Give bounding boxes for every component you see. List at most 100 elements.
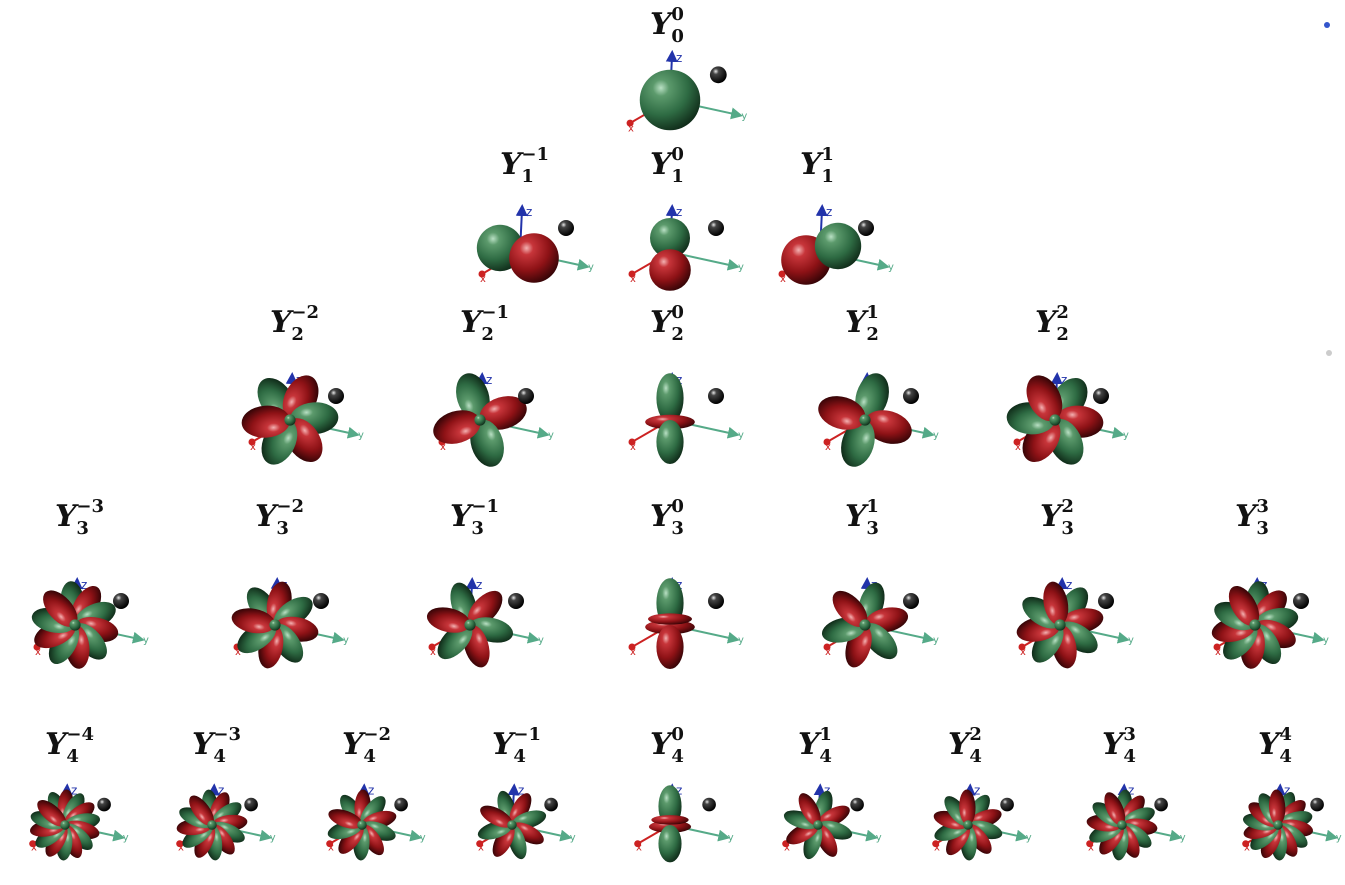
label-symbol: Y <box>1102 727 1124 762</box>
label-symbol: Y <box>450 499 472 534</box>
label-subscript-l: 2 <box>1056 324 1069 345</box>
sphere-marker <box>244 797 258 812</box>
label-superscript-m: 1 <box>819 724 832 745</box>
x-axis-tip <box>1013 438 1021 446</box>
y-axis-label: y <box>358 430 364 441</box>
x-axis-label: x <box>1244 843 1250 854</box>
y-axis-label: y <box>343 635 349 646</box>
lobe-positive <box>862 623 898 660</box>
z-axis-label: z <box>676 205 682 219</box>
label-superscript-m: −1 <box>521 144 550 165</box>
y-axis-label: y <box>728 832 734 843</box>
x-axis-label: x <box>1215 647 1221 658</box>
label-subscript-l: 4 <box>1123 746 1136 767</box>
lobe-center <box>1273 820 1283 830</box>
x-axis-label: x <box>630 442 636 453</box>
lobe-center <box>963 820 973 830</box>
label-symbol: Y <box>845 499 867 534</box>
y-axis-label: y <box>1336 832 1342 843</box>
lobe-negative <box>1043 581 1069 626</box>
label-superscript-m: −4 <box>66 724 95 745</box>
orbital-l2-m0: zxy <box>628 372 744 464</box>
orbital-l4-m4: zxy <box>1242 783 1342 861</box>
x-axis-tip <box>248 438 256 446</box>
y-axis-label: y <box>1128 635 1134 646</box>
label-symbol: Y <box>948 727 970 762</box>
z-axis-label: z <box>824 783 830 797</box>
label-symbol: Y <box>1258 727 1280 762</box>
z-axis-label: z <box>518 783 524 797</box>
orbital-l3-m2: zxy <box>1016 577 1134 669</box>
x-axis-label: x <box>250 442 256 453</box>
lobe-center <box>357 820 367 830</box>
label-subscript-l: 3 <box>1061 518 1074 539</box>
label-symbol: Y <box>460 305 482 340</box>
orbital-l2-m-1: zxy <box>433 372 554 467</box>
label-subscript-l: 4 <box>671 746 684 767</box>
x-axis-label: x <box>440 442 446 453</box>
z-axis-label: z <box>81 578 87 592</box>
label-symbol: Y <box>800 147 822 182</box>
label-superscript-m: 2 <box>1061 496 1074 517</box>
label-subscript-l: 4 <box>213 746 226 767</box>
label-symbol: Y <box>492 727 514 762</box>
x-axis-tip <box>1213 643 1221 651</box>
x-axis-tip <box>628 438 636 446</box>
label-subscript-l: 3 <box>276 518 289 539</box>
lobe-negative <box>241 405 291 438</box>
sphere-marker <box>113 593 129 609</box>
lobe-center <box>859 619 871 631</box>
label-superscript-m: 1 <box>821 144 834 165</box>
x-axis-label: x <box>1088 843 1094 854</box>
lobe-negative <box>231 608 276 634</box>
lobe-negative <box>832 590 868 627</box>
x-axis-tip <box>823 643 831 651</box>
label-symbol: Y <box>270 305 292 340</box>
lobe-negative <box>189 795 214 826</box>
x-axis-label: x <box>178 843 184 854</box>
sphere-marker <box>903 593 919 609</box>
x-axis-tip <box>176 840 184 848</box>
x-axis-tip <box>1018 643 1026 651</box>
label-superscript-m: 1 <box>866 302 879 323</box>
sphere-marker <box>97 797 111 812</box>
label-symbol: Y <box>500 147 522 182</box>
ring-negative <box>651 815 689 825</box>
label-subscript-l: 4 <box>819 746 832 767</box>
label-superscript-m: −3 <box>76 496 105 517</box>
label-superscript-m: 4 <box>1279 724 1292 745</box>
sphere-marker <box>328 388 344 404</box>
orbital-l3-m3: zxy <box>1211 577 1329 669</box>
sphere-marker <box>850 797 864 812</box>
lobe-center <box>1117 820 1127 830</box>
lobe-center <box>1049 414 1061 426</box>
y-axis-label: y <box>143 635 149 646</box>
lobe-negative <box>1228 585 1260 626</box>
z-axis-label: z <box>826 205 832 219</box>
orbital-l2-m-2: zxy <box>241 372 364 465</box>
orbital-l3-m-3: zxy <box>31 577 149 669</box>
x-axis-label: x <box>784 843 790 854</box>
z-axis-label: z <box>1066 578 1072 592</box>
label-symbol: Y <box>650 499 672 534</box>
orbital-l4-m-2: zxy <box>326 783 426 861</box>
y-axis-label: y <box>548 430 554 441</box>
x-axis-label: x <box>825 647 831 658</box>
y-axis-label: y <box>738 430 744 441</box>
z-axis-label: z <box>1061 373 1067 387</box>
label-superscript-m: 2 <box>1056 302 1069 323</box>
ring-negative <box>648 613 692 625</box>
lobe-negative <box>328 809 363 829</box>
label-subscript-l: 2 <box>866 324 879 345</box>
